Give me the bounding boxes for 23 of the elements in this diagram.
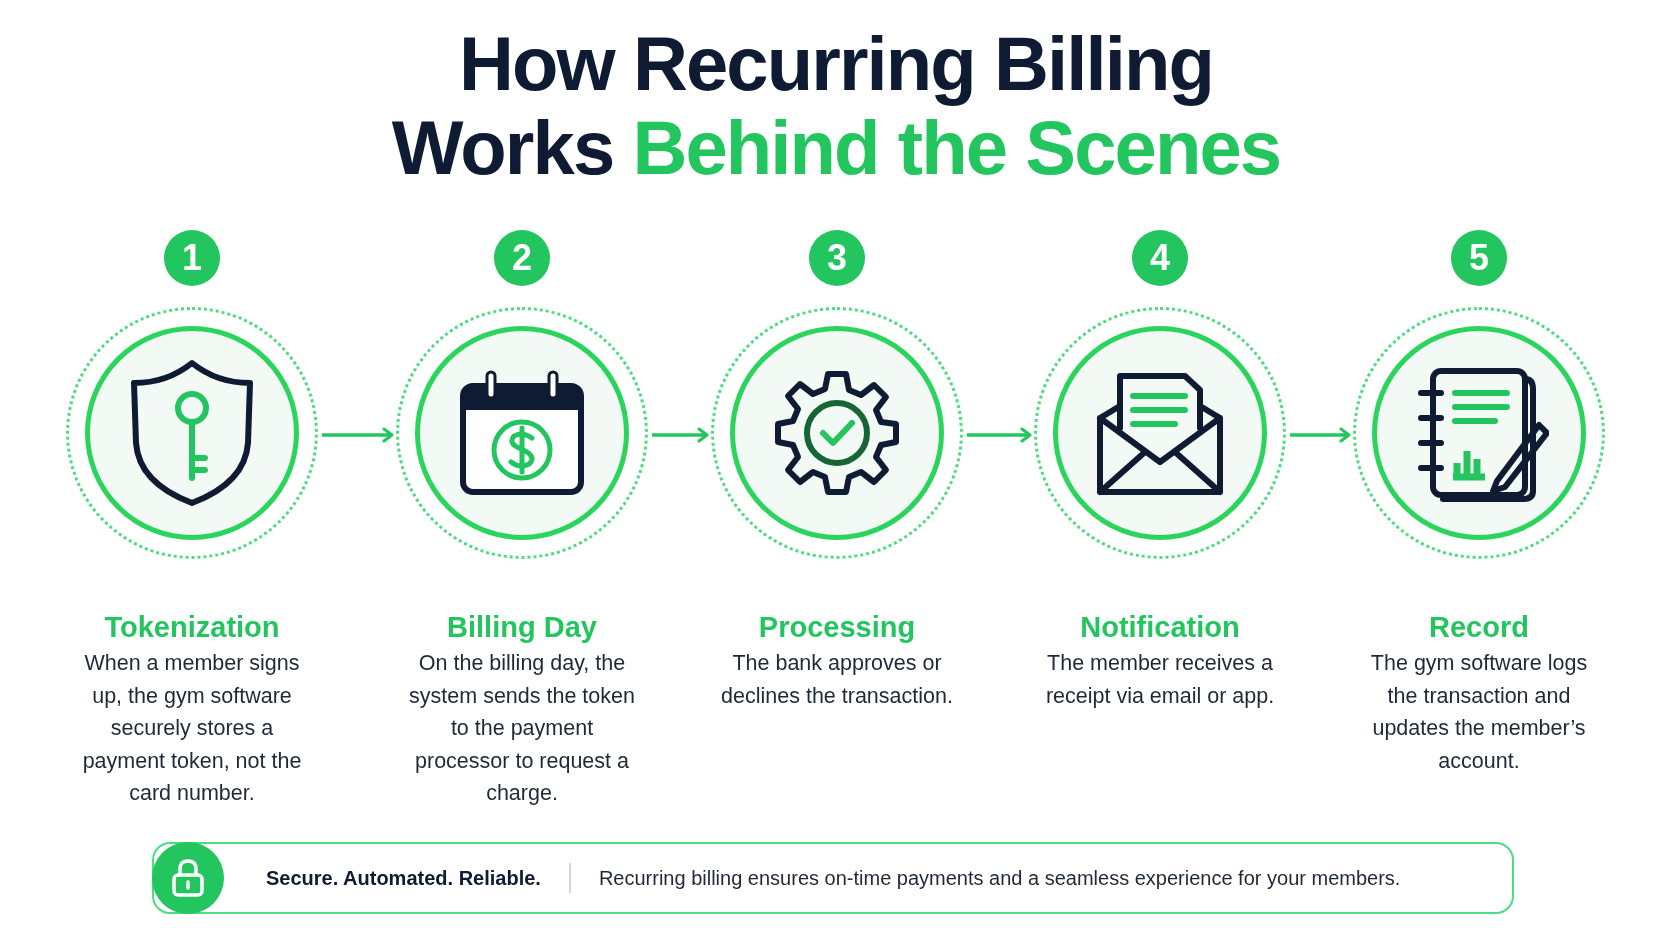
step-heading: Tokenization [104,610,280,645]
step-number-badge: 4 [1132,230,1188,286]
step-heading: Processing [758,610,916,645]
arrow [322,427,394,443]
banner-text: Recurring billing ensures on-time payments and a seamless experience for your members. [598,866,1401,891]
step-number-badge: 1 [164,230,220,286]
step-description: When a member signs up, the gym software securely stores a payment token, not the card number. [81,650,303,807]
summary-banner [152,842,1514,914]
banner-tagline: Secure. Automated. Reliable. [266,866,541,891]
step-description: The member receives a receipt via email or app. [1044,650,1276,710]
arrow [1290,427,1351,443]
step-heading: Notification [1080,610,1240,645]
step-heading: Billing Day [447,610,597,645]
step-description: The gym software logs the transaction and updates the member’s account. [1369,650,1589,775]
step-description: The bank approves or declines the transaction. [720,650,954,710]
step-number-badge: 5 [1451,230,1507,286]
step-description: On the billing day, the system sends the token to the payment processor to request a charge. [408,650,636,807]
step-number-badge: 3 [809,230,865,286]
step-heading: Record [1429,610,1529,645]
step-number-badge: 2 [494,230,550,286]
title: How Recurring Billing Works Behind the Scenes [390,22,1282,190]
arrow [652,427,709,443]
arrow [967,427,1032,443]
